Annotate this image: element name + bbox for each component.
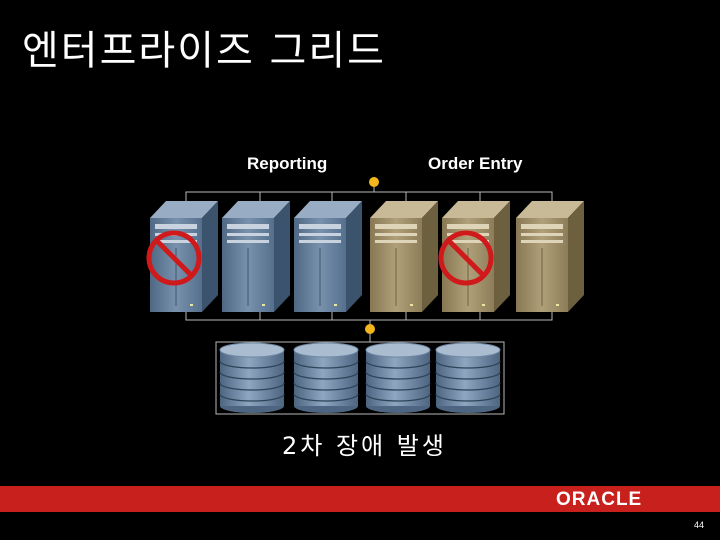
server-2	[222, 201, 290, 312]
server-row	[146, 201, 584, 312]
failure-caption: 2차 장애 발생	[282, 432, 447, 460]
network-lines	[185, 182, 553, 415]
storage-disk-3	[365, 342, 431, 413]
storage-disk-1	[219, 342, 285, 413]
group-label-reporting: Reporting	[247, 154, 328, 173]
top-connector-dot	[369, 177, 379, 187]
server-5	[438, 201, 510, 312]
page-number: 44	[693, 520, 704, 530]
storage-array	[219, 342, 501, 413]
footer-bar	[0, 486, 720, 512]
failure-icon	[438, 230, 494, 286]
group-label-order-entry: Order Entry	[428, 154, 523, 173]
oracle-logo: ORACLE	[556, 489, 643, 510]
storage-disk-2	[293, 342, 359, 413]
bottom-connector-dot	[365, 324, 375, 334]
server-3	[294, 201, 362, 312]
failure-icon	[146, 230, 202, 286]
storage-disk-4	[435, 342, 501, 413]
server-1	[146, 201, 218, 312]
server-6	[516, 201, 584, 312]
server-4	[370, 201, 438, 312]
slide-title: 엔터프라이즈 그리드	[22, 28, 386, 74]
